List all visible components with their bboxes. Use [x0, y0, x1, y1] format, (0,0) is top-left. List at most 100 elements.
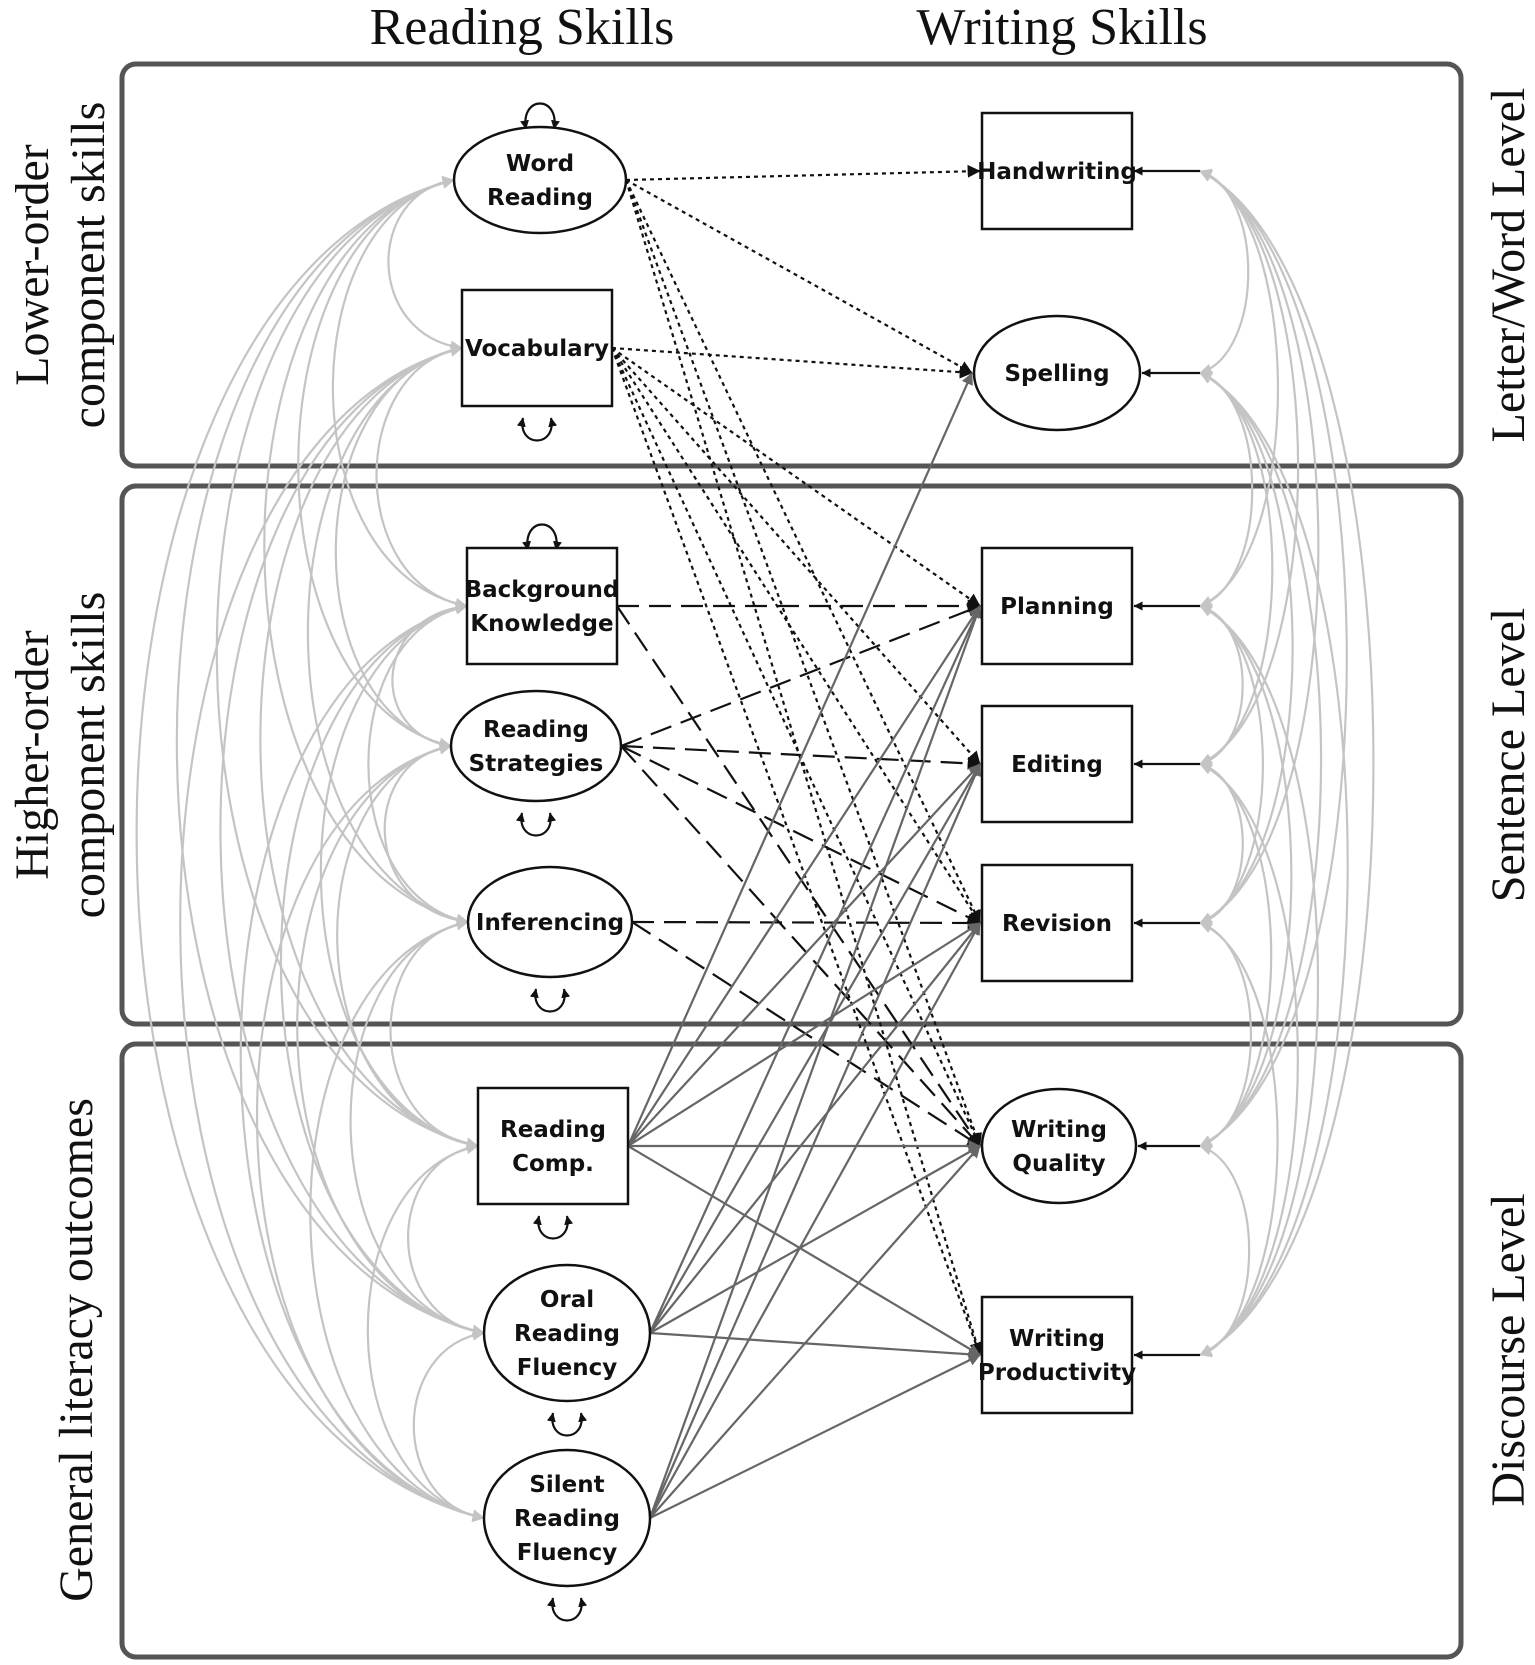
edge-inferencing-to-revision: [631, 916, 981, 930]
node-handwriting-label-line: Handwriting: [977, 159, 1137, 185]
correlation-background-knowledge-inferencing: [367, 602, 469, 926]
correlation-vocabulary-silent-reading-fluency: [179, 344, 485, 1522]
correlation-vocabulary-oral-reading-fluency: [219, 344, 485, 1337]
correlation-vocabulary-background-knowledge: [375, 344, 468, 610]
residual-correlation-revision-writing-quality: [1199, 920, 1253, 1149]
node-planning-label-line: Planning: [1000, 594, 1114, 620]
node-reading-comp-box: [476, 1086, 630, 1206]
edge-word-reading-to-writing-productivity: [624, 179, 983, 1356]
node-silent-reading-fluency-label-line: Silent: [529, 1472, 604, 1498]
node-editing-box: [980, 704, 1134, 824]
node-planning: Planning: [980, 546, 1134, 666]
node-word-reading-label-line: Word: [506, 151, 574, 177]
correlation-word-reading-oral-reading-fluency: [175, 176, 485, 1337]
edge-reading-comp-to-planning: [627, 605, 981, 1147]
node-vocabulary: Vocabulary: [460, 288, 614, 408]
residual-correlation-revision-writing-productivity: [1199, 921, 1279, 1357]
node-reading-comp-label-line: Reading: [500, 1117, 606, 1143]
node-oral-reading-fluency-ellipse: [482, 1263, 652, 1403]
node-silent-reading-fluency-label-line: Reading: [514, 1506, 620, 1532]
residual-correlation-handwriting-revision: [1199, 170, 1320, 924]
edge-vocabulary-to-editing: [611, 347, 981, 765]
residual-correlation-editing-revision: [1199, 761, 1244, 926]
node-background-knowledge-label-line: Background: [465, 577, 620, 603]
correlation-oral-reading-fluency-silent-reading-fluency: [412, 1328, 485, 1523]
node-writing-quality-label-line: Quality: [1012, 1151, 1105, 1177]
node-editing-label-line: Editing: [1011, 752, 1103, 778]
correlation-reading-strategies-oral-reading-fluency: [296, 742, 485, 1337]
edge-oral-reading-fluency-to-editing: [649, 763, 981, 1334]
panel-higher-order: [119, 483, 1464, 1027]
edge-vocabulary-to-spelling: [611, 346, 973, 379]
reading-skills-header: Reading Skills: [370, 0, 675, 56]
row-label-lower-line-1: Lower-order: [6, 144, 59, 386]
edge-oral-reading-fluency-to-revision: [649, 922, 981, 1334]
node-writing-quality-ellipse: [980, 1087, 1138, 1205]
correlation-word-reading-reading-comp: [215, 176, 479, 1150]
edge-vocabulary-to-writing-quality: [611, 347, 981, 1147]
node-editing: Editing: [980, 704, 1134, 824]
residual-correlation-spelling-writing-productivity: [1199, 372, 1349, 1356]
edge-reading-comp-to-revision: [627, 922, 981, 1147]
correlation-vocabulary-inferencing: [306, 344, 469, 926]
panel-general-literacy: [119, 1041, 1464, 1660]
node-vocabulary-box: [460, 288, 614, 408]
correlation-reading-strategies-reading-comp: [336, 742, 479, 1150]
node-oral-reading-fluency-label-line: Fluency: [517, 1355, 618, 1381]
edge-word-reading-to-revision: [625, 179, 981, 924]
row-label-general-literacy: General literacy outcomes: [50, 1098, 103, 1602]
residual-correlation-planning-revision: [1199, 604, 1264, 925]
node-inferencing-ellipse: [466, 865, 634, 979]
writing-skills-header: Writing Skills: [916, 0, 1207, 56]
row-label-higher-line-2: component skills: [62, 592, 115, 919]
variance-loop-silent-reading-fluency: [546, 1597, 588, 1622]
node-word-reading-ellipse: [452, 125, 628, 235]
level-label-discourse: Discourse Level: [1482, 1193, 1535, 1506]
edge-reading-comp-to-spelling: [626, 372, 974, 1147]
edge-silent-reading-fluency-to-revision: [649, 922, 981, 1519]
variance-loop-background-knowledge: [522, 523, 562, 551]
correlation-word-reading-silent-reading-fluency: [135, 176, 485, 1522]
correlation-background-knowledge-reading-comp: [319, 602, 479, 1150]
node-inferencing-label-line: Inferencing: [476, 910, 624, 936]
node-word-reading-label-line: Reading: [487, 185, 593, 211]
edge-vocabulary-to-writing-productivity: [610, 347, 982, 1356]
path-arrows: [515, 102, 1200, 1622]
residual-correlation-handwriting-writing-quality: [1199, 170, 1348, 1147]
diagram-nodes: WordReadingVocabularyBackgroundKnowledge…: [449, 111, 1142, 1588]
variance-loop-oral-reading-fluency: [546, 1412, 588, 1437]
edge-oral-reading-fluency-to-writing-productivity: [649, 1331, 981, 1361]
edge-vocabulary-to-planning: [611, 347, 981, 607]
edge-silent-reading-fluency-to-planning: [648, 605, 982, 1519]
node-background-knowledge-label-line: Knowledge: [470, 611, 613, 637]
correlation-reading-strategies-silent-reading-fluency: [255, 742, 485, 1522]
edge-vocabulary-to-revision: [611, 347, 981, 924]
edge-reading-comp-to-editing: [627, 763, 981, 1147]
correlation-reading-comp-silent-reading-fluency: [366, 1142, 485, 1522]
residual-correlation-spelling-planning: [1199, 370, 1254, 609]
edge-silent-reading-fluency-to-writing-productivity: [649, 1354, 981, 1519]
edge-word-reading-to-handwriting: [625, 164, 981, 182]
residual-correlation-handwriting-writing-productivity: [1199, 170, 1375, 1356]
residual-correlation-planning-editing: [1199, 603, 1244, 767]
edge-reading-strategies-to-writing-quality: [620, 745, 981, 1147]
variance-loop-vocabulary: [516, 417, 558, 442]
edge-background-knowledge-to-writing-quality: [616, 605, 981, 1147]
correlation-inferencing-oral-reading-fluency: [349, 918, 485, 1337]
node-writing-productivity-label-line: Writing: [1009, 1326, 1105, 1352]
reading-correlation-arcs: [135, 168, 1375, 1523]
residual-correlation-spelling-writing-quality: [1199, 372, 1323, 1147]
node-inferencing: Inferencing: [466, 865, 634, 979]
residual-correlation-handwriting-planning: [1199, 169, 1280, 608]
variance-loop-inferencing: [529, 988, 571, 1013]
row-label-general-line-1: General literacy outcomes: [50, 1098, 103, 1602]
node-silent-reading-fluency-label-line: Fluency: [517, 1540, 618, 1566]
residual-correlation-spelling-revision: [1199, 371, 1294, 925]
